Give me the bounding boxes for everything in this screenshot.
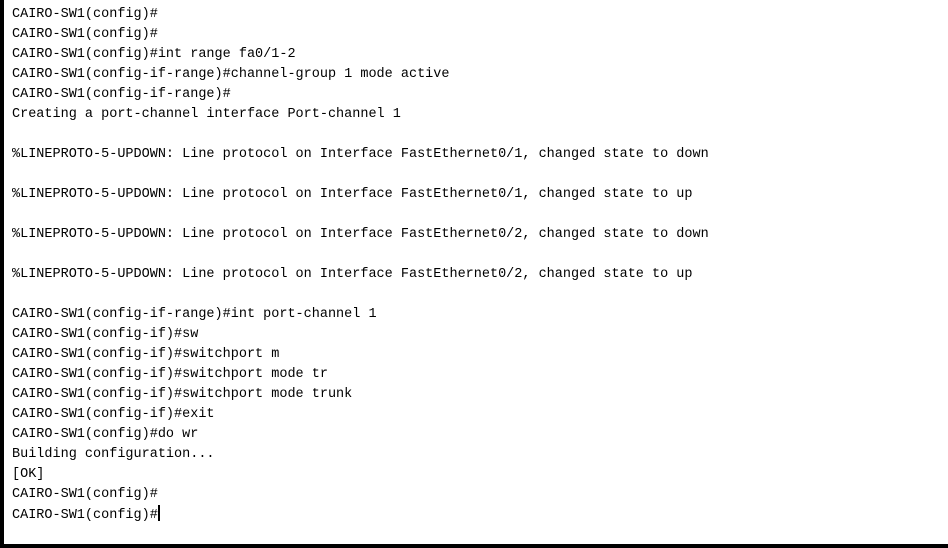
text-cursor <box>157 505 160 521</box>
terminal-line: CAIRO-SW1(config-if-range)#channel-group… <box>12 67 450 82</box>
terminal-line: CAIRO-SW1(config-if)#sw <box>12 327 199 342</box>
terminal-line: CAIRO-SW1(config)#do wr <box>12 427 199 442</box>
terminal-line: %LINEPROTO-5-UPDOWN: Line protocol on In… <box>12 147 709 162</box>
terminal-line: CAIRO-SW1(config-if-range)# <box>12 87 231 102</box>
terminal-line <box>12 125 948 145</box>
terminal-input-line[interactable]: CAIRO-SW1(config)# <box>12 505 948 525</box>
terminal-line <box>12 165 948 185</box>
terminal-line: %LINEPROTO-5-UPDOWN: Line protocol on In… <box>12 227 709 242</box>
terminal-line: CAIRO-SW1(config-if)#switchport mode tr <box>12 367 328 382</box>
terminal-line: CAIRO-SW1(config)# <box>12 487 158 502</box>
terminal-line: CAIRO-SW1(config)# <box>12 7 158 22</box>
terminal-line: CAIRO-SW1(config-if)#exit <box>12 407 215 422</box>
terminal-line <box>12 285 948 305</box>
terminal-line <box>12 205 948 225</box>
terminal-output[interactable]: CAIRO-SW1(config)# CAIRO-SW1(config)# CA… <box>12 5 948 544</box>
terminal-line: [OK] <box>12 467 45 482</box>
terminal-line: CAIRO-SW1(config)#int range fa0/1-2 <box>12 47 296 62</box>
terminal-line: %LINEPROTO-5-UPDOWN: Line protocol on In… <box>12 187 693 202</box>
terminal-line: CAIRO-SW1(config)# <box>12 27 158 42</box>
terminal-line: %LINEPROTO-5-UPDOWN: Line protocol on In… <box>12 267 693 282</box>
terminal-line: Building configuration... <box>12 447 215 462</box>
terminal-line: CAIRO-SW1(config-if)#switchport m <box>12 347 280 362</box>
terminal-line: Creating a port-channel interface Port-c… <box>12 107 401 122</box>
terminal-line: CAIRO-SW1(config-if-range)#int port-chan… <box>12 307 377 322</box>
terminal-prompt: CAIRO-SW1(config)# <box>12 508 158 523</box>
terminal-line <box>12 245 948 265</box>
terminal-line: CAIRO-SW1(config-if)#switchport mode tru… <box>12 387 353 402</box>
